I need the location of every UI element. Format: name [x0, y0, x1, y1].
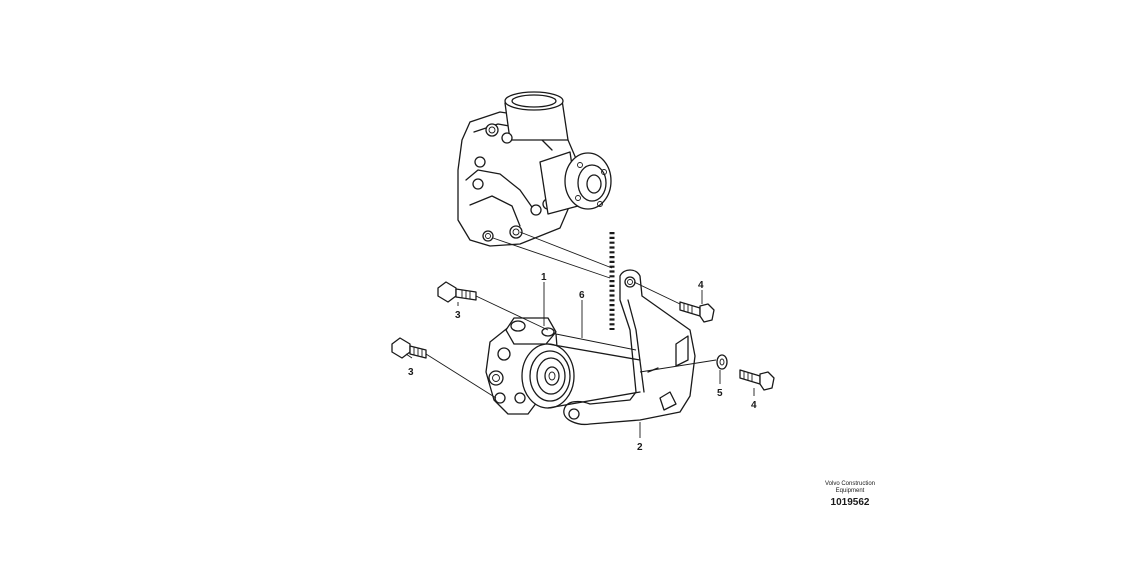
mounting-bracket: [563, 269, 696, 426]
bolt-4-upper: [633, 281, 715, 323]
company-caption: Volvo Construction Equipment: [790, 481, 910, 495]
bolt-4-lower: [739, 369, 775, 391]
callout-4-lower: 4: [751, 400, 757, 411]
alignment-line-2: [519, 231, 613, 269]
bracket-diamond-cutout: [659, 391, 677, 411]
upper-pump-housing: [457, 91, 612, 247]
bolt-3-lower: [391, 337, 497, 399]
callout-5: 5: [717, 388, 723, 399]
callout-1: 1: [541, 272, 547, 283]
drive-belt: [547, 333, 641, 409]
bolt-3-upper: [437, 281, 549, 331]
company-line-1: Volvo Construction: [824, 481, 876, 487]
leader-3b: [405, 353, 413, 359]
washer-5: [639, 354, 728, 373]
callout-2: 2: [637, 442, 643, 453]
alignment-line-1: [492, 237, 611, 279]
callout-3-upper: 3: [455, 310, 461, 321]
lower-pump: [485, 317, 575, 415]
callout-4-upper: 4: [698, 280, 704, 291]
company-line-2: Equipment: [835, 488, 865, 494]
drawing-number: 1019562: [830, 497, 870, 508]
callout-3-lower: 3: [408, 367, 414, 378]
callout-6: 6: [579, 290, 585, 301]
